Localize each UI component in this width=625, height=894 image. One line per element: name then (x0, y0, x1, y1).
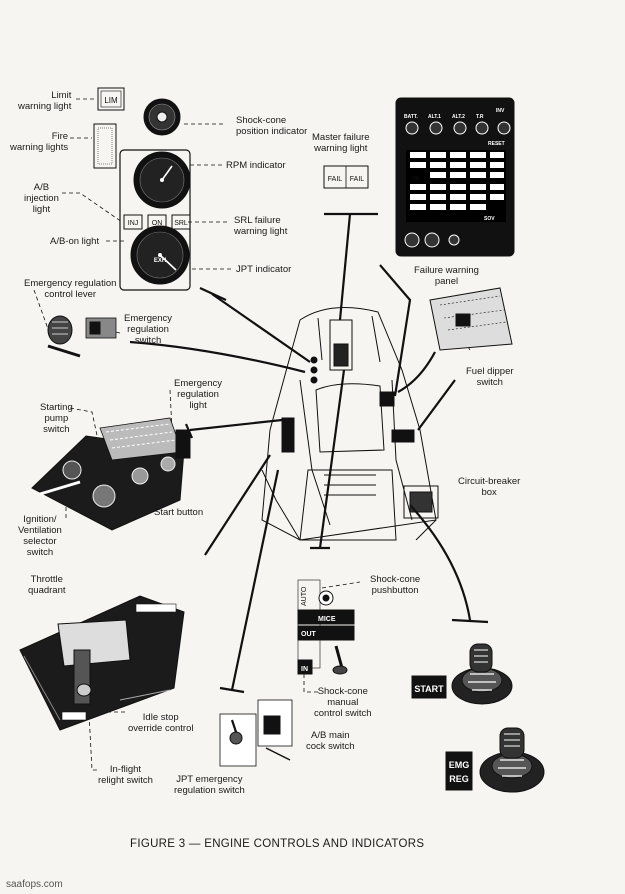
throttle-quadrant-art (19, 595, 185, 731)
exh-gauge-text: EXH (154, 258, 166, 264)
reset-text: RESET (488, 141, 505, 147)
fail-light-text-2: FAIL (350, 176, 365, 183)
figure-caption: FIGURE 3 — ENGINE CONTROLS AND INDICATOR… (130, 838, 425, 850)
start-text: START (414, 684, 444, 694)
oil-text: OIL (412, 176, 420, 182)
start-console-art (31, 417, 191, 531)
srl-light-text: SRL (174, 220, 188, 227)
failure-warning-panel-art (395, 97, 515, 257)
shock-cone-panel-art (297, 579, 355, 675)
batt-text: BATT. (404, 114, 418, 120)
source-footer: saafops.com (6, 879, 63, 890)
alt2-text: ALT.2 (452, 114, 465, 120)
emg-reg-button-art (445, 727, 545, 793)
tr-text: T.R (476, 114, 484, 120)
label-start-button: Start button (154, 507, 204, 518)
in-text: IN (301, 666, 308, 673)
inv-text: INV (496, 108, 505, 114)
alt1-text: ALT.1 (428, 114, 441, 120)
emg-text: EMG (449, 760, 470, 770)
inj-light-text: INJ (128, 220, 139, 227)
cockpit-illustration (261, 307, 439, 541)
fuel-dipper-art (429, 287, 513, 351)
auto-text: AUTO (301, 586, 308, 606)
lim-light-text: LIM (104, 96, 118, 105)
fail-light-text-1: FAIL (328, 176, 343, 183)
out-text: OUT (301, 631, 317, 638)
master-fail-light (323, 165, 369, 189)
reg-text: REG (449, 774, 469, 784)
start-button-art (411, 643, 513, 705)
label-ab-on-light: A/B-on light (50, 236, 100, 247)
label-rpm-indicator: RPM indicator (226, 160, 286, 171)
on-light-text: ON (152, 220, 163, 227)
bracket-lines (129, 212, 489, 694)
emergency-lever-art (47, 315, 117, 358)
sov-text: SOV (484, 216, 495, 222)
label-jpt-indicator: JPT indicator (236, 264, 292, 275)
jpt-switch-art (219, 699, 293, 767)
instrument-cluster (93, 87, 191, 291)
mice-text: MICE (318, 616, 336, 623)
